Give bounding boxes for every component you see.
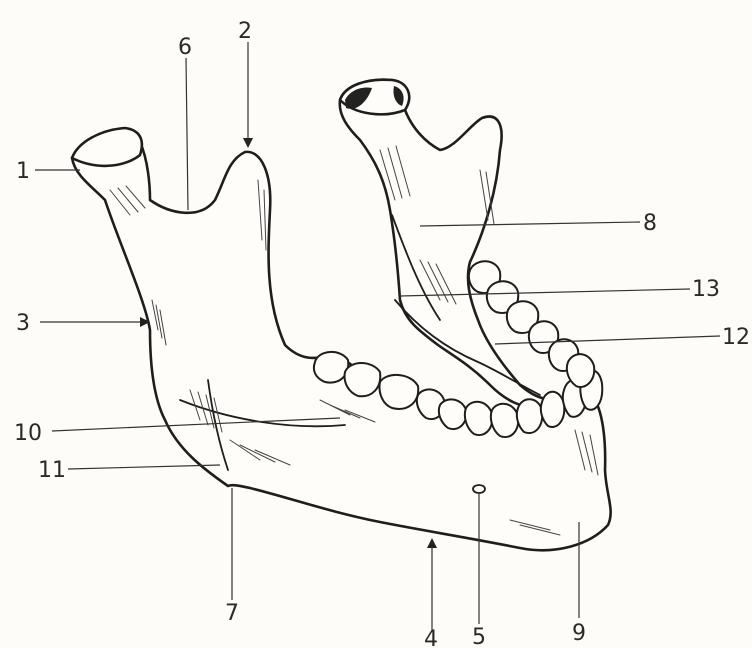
label-10: 10 xyxy=(14,421,42,446)
tooth-incisor-1 xyxy=(491,404,518,437)
label-3: 3 xyxy=(16,311,30,336)
arrow-2 xyxy=(243,138,253,148)
label-6: 6 xyxy=(178,35,192,60)
leader-11 xyxy=(68,465,220,469)
tooth-molar-1 xyxy=(314,352,348,383)
right-ramus-far-side xyxy=(340,80,560,410)
label-13: 13 xyxy=(692,277,720,302)
tooth-molar-3 xyxy=(380,375,419,409)
label-2: 2 xyxy=(238,19,252,44)
tooth-incisor-3 xyxy=(541,392,564,427)
label-4: 4 xyxy=(424,627,438,648)
leader-6 xyxy=(186,58,188,210)
label-7: 7 xyxy=(225,601,239,626)
label-1: 1 xyxy=(16,159,30,184)
tooth-canine xyxy=(465,402,492,435)
arrow-4 xyxy=(427,538,437,548)
label-12: 12 xyxy=(722,325,750,350)
tooth-molar-2 xyxy=(345,363,381,396)
label-11: 11 xyxy=(38,458,66,483)
far-tooth-6 xyxy=(567,354,594,387)
label-8: 8 xyxy=(643,211,657,236)
label-9: 9 xyxy=(572,621,586,646)
label-5: 5 xyxy=(472,625,486,648)
left-condyle xyxy=(72,128,142,166)
tooth-incisor-2 xyxy=(517,399,542,433)
